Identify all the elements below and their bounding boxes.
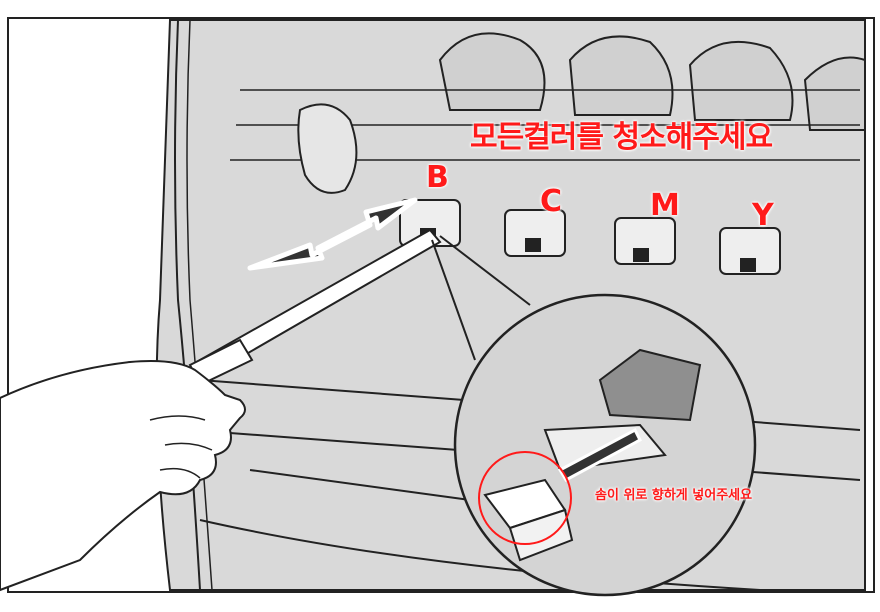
slot-label-y: Y: [752, 198, 774, 233]
slot-label-c: C: [540, 184, 563, 219]
toner-cartridges: [438, 32, 866, 131]
push-pull-arrow: [247, 197, 418, 271]
instruction-title: 모든컬러를 청소해주세요: [470, 120, 773, 155]
cleaning-ports: [399, 199, 781, 275]
slot-label-b: B: [426, 160, 449, 195]
highlight-circle: [478, 451, 572, 545]
magnified-view: [453, 293, 757, 597]
hand: [0, 360, 246, 592]
cleaning-rod: [188, 228, 442, 387]
insert-hint: 솜이 위로 향하게 넣어주세요: [595, 488, 753, 503]
slot-label-m: M: [650, 188, 680, 223]
